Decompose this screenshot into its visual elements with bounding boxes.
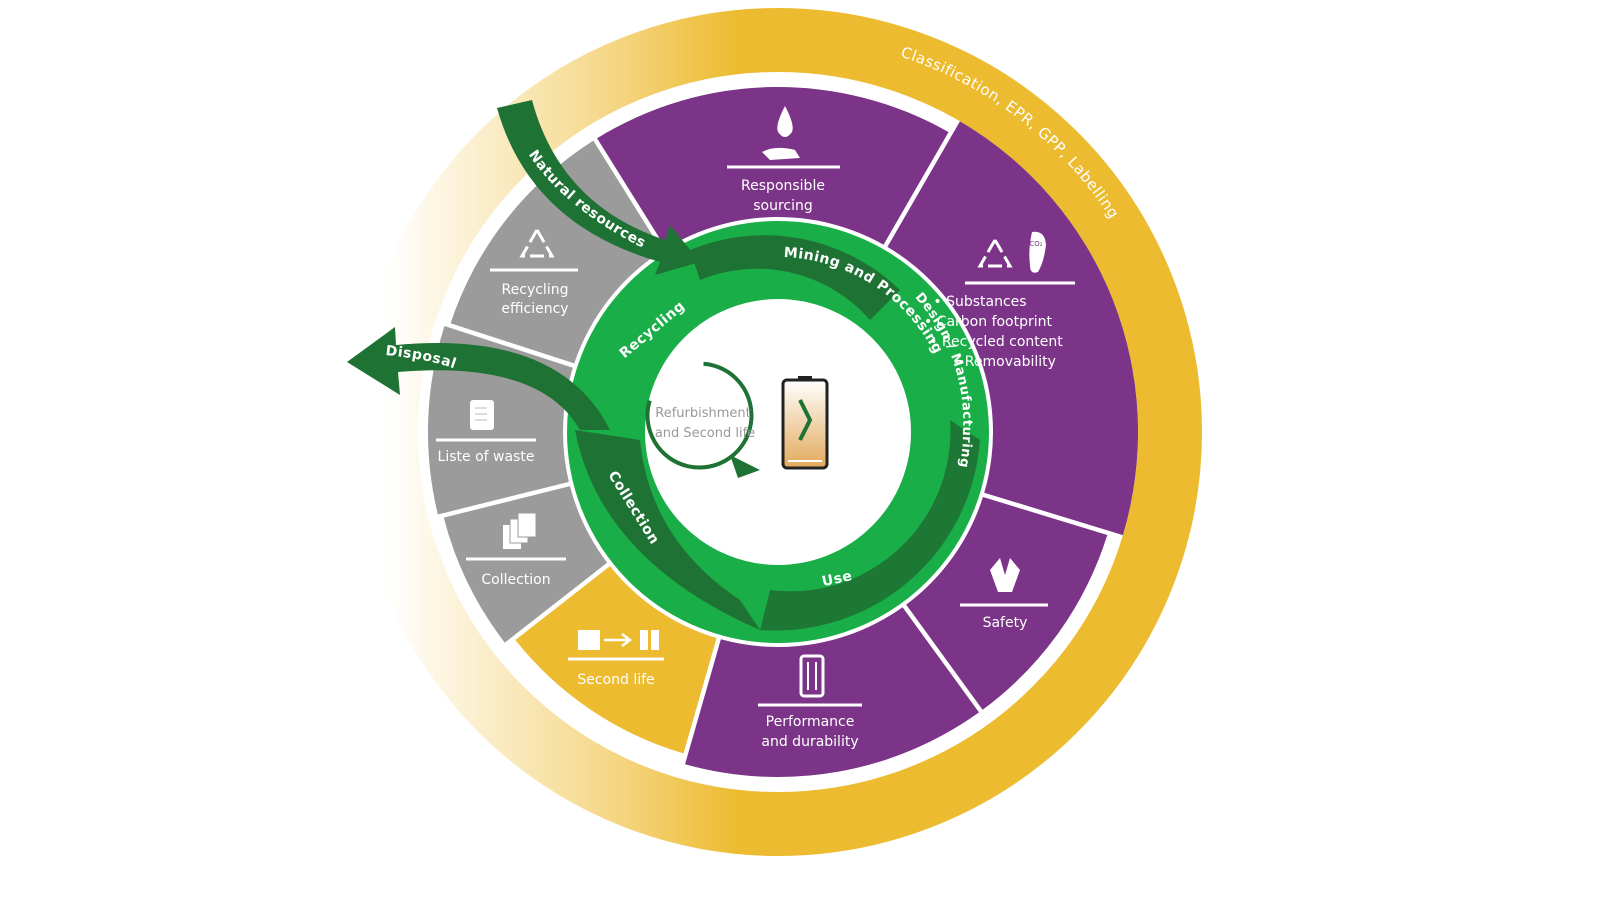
battery-icon bbox=[799, 654, 825, 698]
documents-icon bbox=[503, 512, 537, 549]
document-icon bbox=[470, 400, 494, 430]
footprint-co2-icon bbox=[1029, 231, 1046, 273]
cycle-arrow-icon bbox=[730, 455, 760, 478]
sustainability-item: • Substances bbox=[933, 294, 1026, 310]
co2-label: CO₂ bbox=[1029, 240, 1042, 248]
segment-recycling-efficiency bbox=[450, 140, 663, 364]
second-life-label: Second life bbox=[577, 672, 654, 688]
use-label: Use bbox=[820, 568, 853, 590]
sustainability-item: • Recycled content bbox=[929, 334, 1063, 350]
responsible-sourcing-line2: sourcing bbox=[753, 198, 813, 214]
segment-safety bbox=[906, 496, 1108, 710]
safety-label: Safety bbox=[983, 615, 1028, 631]
recycling-efficiency-line1: Recycling bbox=[502, 282, 569, 298]
hands-icon bbox=[990, 558, 1020, 592]
refurbishment-center: Refurbishment and Second life bbox=[645, 361, 829, 478]
collection-label: Collection bbox=[481, 572, 550, 588]
segment-performance bbox=[685, 607, 979, 778]
performance-line2: and durability bbox=[761, 734, 858, 750]
battery-transfer-icon bbox=[578, 630, 659, 650]
battery-icon bbox=[781, 376, 829, 470]
recycle-icon bbox=[977, 236, 1013, 268]
recycling-efficiency-line2: efficiency bbox=[501, 301, 568, 317]
performance-line1: Performance bbox=[766, 714, 855, 730]
sustainability-item: • Carbon footprint bbox=[924, 314, 1053, 330]
center-line1: Refurbishment bbox=[655, 406, 750, 421]
disposal-arrow: Disposal bbox=[347, 327, 610, 430]
segment-collection bbox=[443, 486, 608, 643]
cycle-ring: Mining and Processing Design / Manufactu… bbox=[567, 221, 989, 643]
liste-of-waste-label: Liste of waste bbox=[438, 449, 535, 465]
hand-drop-icon bbox=[762, 106, 800, 160]
sustainability-item: • Removability bbox=[952, 354, 1056, 370]
recycle-icon bbox=[519, 226, 555, 258]
center-line2: and Second life bbox=[655, 426, 755, 441]
segment-sustainability bbox=[887, 121, 1139, 536]
responsible-sourcing-line1: Responsible bbox=[741, 178, 825, 194]
